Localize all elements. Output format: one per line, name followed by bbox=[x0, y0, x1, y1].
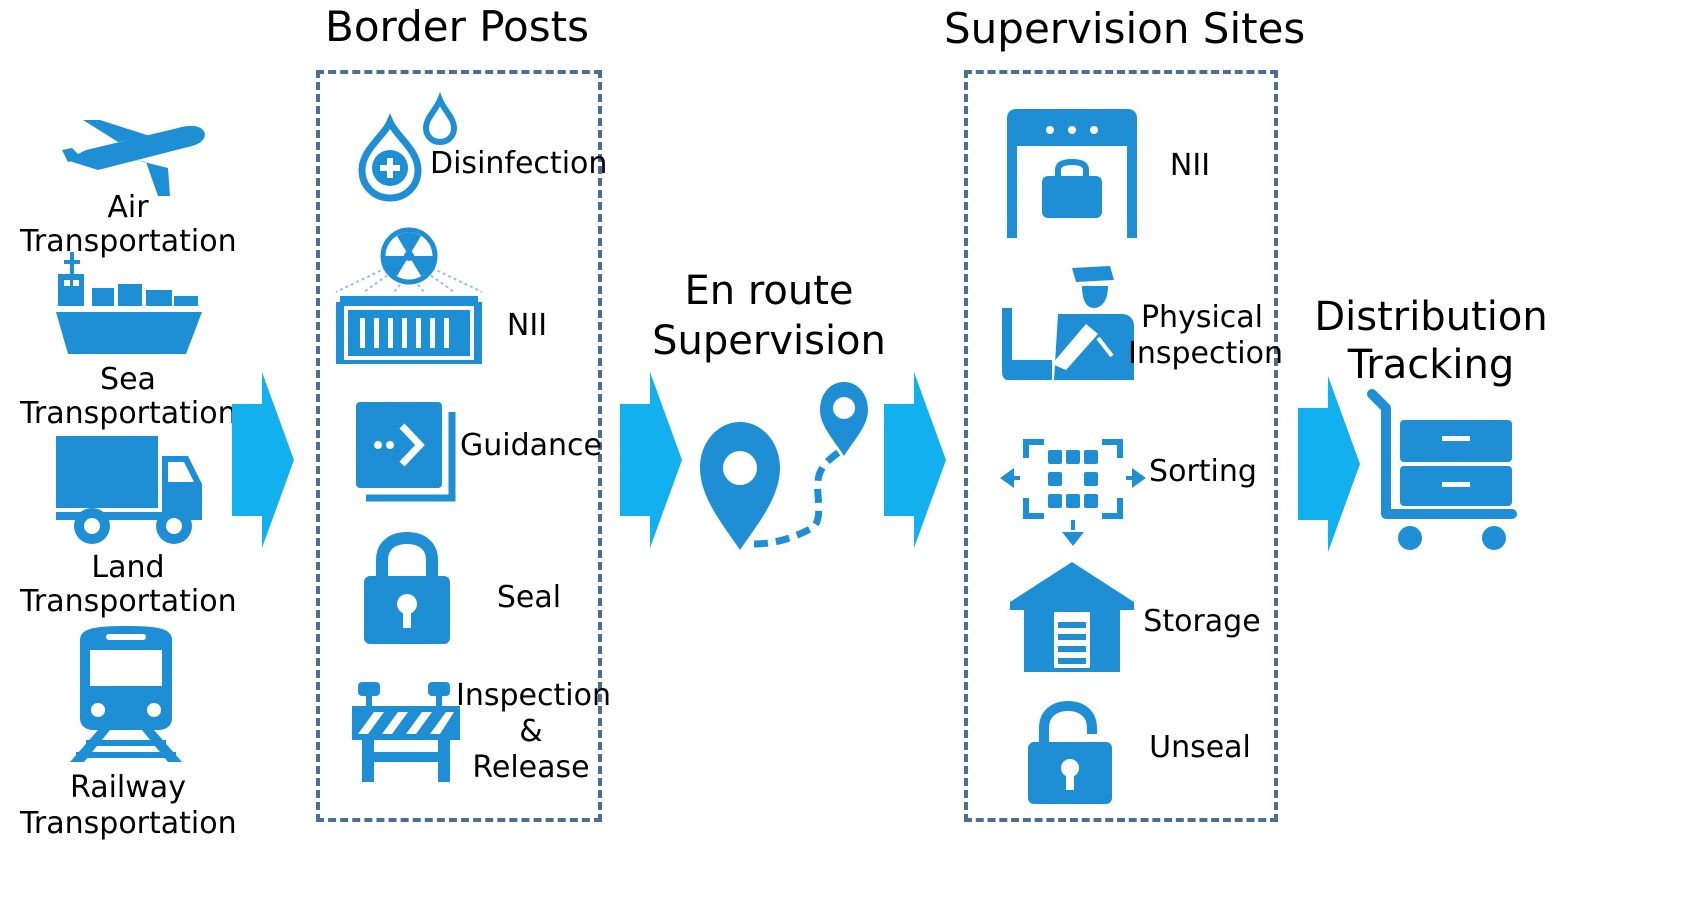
officer-icon bbox=[1002, 266, 1134, 380]
ss-label-nii: NII bbox=[1169, 148, 1211, 183]
flow-arrow-2 bbox=[620, 372, 682, 548]
airplane-icon bbox=[62, 120, 205, 196]
bp-label-disinfection: Disinfection bbox=[430, 146, 608, 181]
route-pins-icon bbox=[700, 382, 868, 550]
transport-label-land-line1: Land bbox=[91, 550, 165, 585]
transport-label-air-line2: Transportation bbox=[20, 224, 237, 259]
distribution-line1: Distribution bbox=[1314, 294, 1548, 340]
bp-label-guidance: Guidance bbox=[460, 428, 602, 463]
flow-arrow-1 bbox=[232, 372, 294, 548]
truck-icon bbox=[56, 436, 202, 544]
supervision-sites-title: Supervision Sites bbox=[944, 4, 1306, 53]
ship-icon bbox=[56, 252, 202, 354]
border-posts-box bbox=[316, 70, 602, 822]
en-route-line2: Supervision bbox=[652, 318, 886, 364]
transport-label-air-line1: Air bbox=[107, 190, 149, 225]
open-padlock-icon bbox=[1028, 700, 1112, 804]
ss-label-storage: Storage bbox=[1143, 604, 1261, 639]
flow-arrow-4 bbox=[1298, 376, 1360, 552]
flow-arrow-3 bbox=[884, 372, 946, 548]
padlock-icon bbox=[364, 531, 450, 644]
bp-label-nii: NII bbox=[506, 308, 548, 343]
ss-label-physical-line1: Physical bbox=[1140, 300, 1264, 335]
transport-label-sea-line2: Transportation bbox=[20, 396, 237, 431]
sorting-icon bbox=[1000, 439, 1146, 546]
scanner-gate-icon bbox=[1007, 109, 1137, 238]
bp-label-inspection-line3: Release bbox=[472, 750, 590, 785]
cart-icon bbox=[1367, 389, 1517, 550]
barrier-icon bbox=[352, 682, 460, 782]
disinfection-drop-icon bbox=[358, 91, 458, 202]
transport-label-sea-line1: Sea bbox=[100, 362, 156, 397]
ss-label-physical-line2: Inspection bbox=[1128, 336, 1283, 371]
transport-label-land-line2: Transportation bbox=[20, 584, 237, 619]
ss-label-unseal: Unseal bbox=[1149, 730, 1251, 765]
transport-label-rail-line1: Railway bbox=[70, 770, 186, 805]
bp-label-seal: Seal bbox=[496, 580, 562, 615]
warehouse-icon bbox=[1010, 562, 1134, 672]
guidance-icon bbox=[356, 402, 456, 502]
border-posts-title: Border Posts bbox=[325, 2, 589, 51]
supervision-sites-box bbox=[964, 70, 1278, 822]
distribution-line2: Tracking bbox=[1347, 342, 1515, 388]
en-route-line1: En route bbox=[684, 268, 854, 314]
ss-label-sorting: Sorting bbox=[1149, 454, 1257, 489]
bp-label-inspection-line1: Inspection bbox=[456, 678, 611, 713]
train-icon bbox=[70, 626, 182, 762]
transport-label-rail-line2: Transportation bbox=[20, 806, 237, 841]
container-scan-icon bbox=[335, 227, 483, 364]
bp-label-inspection-line2: & bbox=[519, 714, 543, 749]
